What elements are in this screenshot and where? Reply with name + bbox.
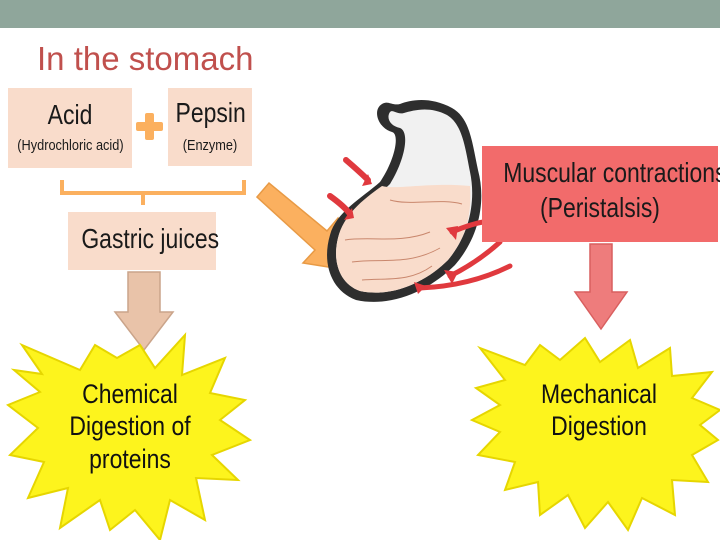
- grouping-bracket: [60, 180, 246, 205]
- starburst-chemical: [6, 332, 253, 540]
- contraction-arrows-right: [414, 218, 513, 294]
- mechanical-digestion-line2: Digestion: [551, 411, 647, 442]
- stomach-illustration: [327, 100, 482, 302]
- muscular-contractions-line1: Muscular contractions: [503, 157, 720, 188]
- gastric-juices-box: Gastric juices: [68, 212, 220, 270]
- pepsin-box: Pepsin (Enzyme): [168, 88, 252, 166]
- acid-sublabel: (Hydrochloric acid): [17, 136, 124, 154]
- muscular-contractions-box: Muscular contractions (Peristalsis): [482, 146, 720, 242]
- top-bar: [0, 0, 720, 28]
- muscular-contractions-line2: (Peristalsis): [540, 191, 660, 223]
- arrow-down-mechanical: [573, 243, 629, 331]
- mechanical-digestion-text: Mechanical Digestion: [535, 378, 663, 443]
- acid-box: Acid (Hydrochloric acid): [8, 88, 132, 168]
- contraction-arrows-left: [327, 157, 372, 220]
- starburst-mechanical: [469, 336, 720, 533]
- chemical-digestion-line2: Digestion of: [69, 411, 191, 442]
- pepsin-sublabel: (Enzyme): [182, 136, 238, 154]
- chemical-digestion-text: Chemical Digestion of proteins: [66, 378, 194, 475]
- slide-title: In the stomach: [37, 40, 254, 77]
- acid-label: Acid: [47, 99, 93, 130]
- arrow-down-chemical: [113, 271, 175, 352]
- pepsin-label: Pepsin: [175, 97, 246, 128]
- plus-icon: [136, 113, 163, 140]
- chemical-digestion-line1: Chemical: [82, 379, 178, 409]
- gastric-juices-label: Gastric juices: [81, 223, 220, 254]
- mechanical-digestion-line1: Mechanical: [540, 379, 658, 409]
- chemical-digestion-line3: proteins: [89, 443, 171, 474]
